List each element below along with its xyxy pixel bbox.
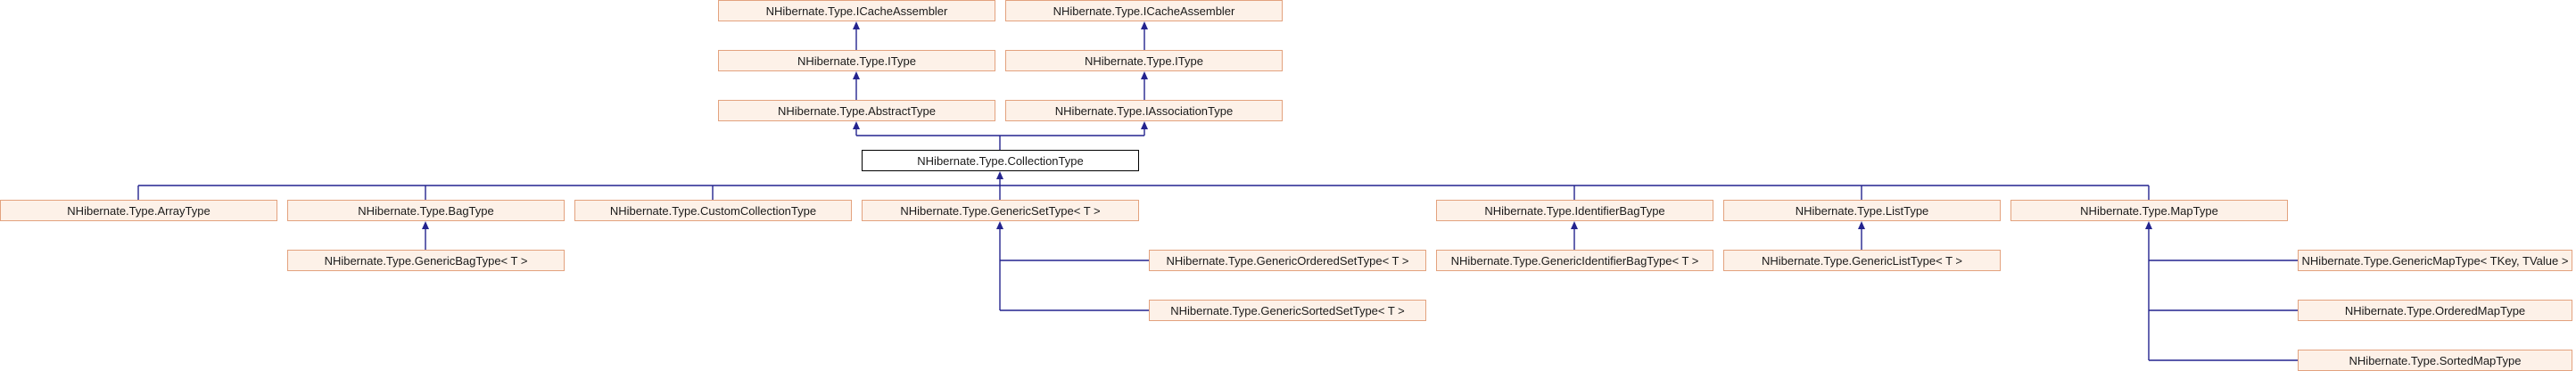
node-identifierbagtype[interactable]: NHibernate.Type.IdentifierBagType <box>1436 200 1713 221</box>
edge-arrowhead <box>2145 221 2152 229</box>
node-maptype[interactable]: NHibernate.Type.MapType <box>2010 200 2288 221</box>
node-orderedmaptype[interactable]: NHibernate.Type.OrderedMapType <box>2298 300 2572 321</box>
edge-arrowhead <box>1571 221 1578 229</box>
node-listtype[interactable]: NHibernate.Type.ListType <box>1723 200 2001 221</box>
edge-arrowhead <box>1141 71 1148 79</box>
node-bagtype[interactable]: NHibernate.Type.BagType <box>287 200 565 221</box>
node-genericsettype[interactable]: NHibernate.Type.GenericSetType< T > <box>862 200 1139 221</box>
node-genericbagtype[interactable]: NHibernate.Type.GenericBagType< T > <box>287 250 565 271</box>
node-icacheassembler-right[interactable]: NHibernate.Type.ICacheAssembler <box>1005 0 1283 21</box>
node-genericorderedsettype[interactable]: NHibernate.Type.GenericOrderedSetType< T… <box>1149 250 1426 271</box>
edge-arrowhead <box>1858 221 1865 229</box>
node-genericidentifierbagtype[interactable]: NHibernate.Type.GenericIdentifierBagType… <box>1436 250 1713 271</box>
node-customcollectiontype[interactable]: NHibernate.Type.CustomCollectionType <box>574 200 852 221</box>
edge-arrowhead <box>996 221 1003 229</box>
node-arraytype[interactable]: NHibernate.Type.ArrayType <box>0 200 277 221</box>
edge-arrowhead <box>853 121 860 129</box>
edge-arrowhead <box>853 71 860 79</box>
node-sortedmaptype[interactable]: NHibernate.Type.SortedMapType <box>2298 350 2572 371</box>
node-itype-left[interactable]: NHibernate.Type.IType <box>718 50 995 71</box>
node-genericlisttype[interactable]: NHibernate.Type.GenericListType< T > <box>1723 250 2001 271</box>
node-icacheassembler-left[interactable]: NHibernate.Type.ICacheAssembler <box>718 0 995 21</box>
edge-arrowhead <box>422 221 429 229</box>
node-iassociationtype[interactable]: NHibernate.Type.IAssociationType <box>1005 100 1283 121</box>
node-genericsortedsettype[interactable]: NHibernate.Type.GenericSortedSetType< T … <box>1149 300 1426 321</box>
edge-arrowhead <box>1141 121 1148 129</box>
edge-arrowhead <box>1141 21 1148 29</box>
node-collectiontype[interactable]: NHibernate.Type.CollectionType <box>862 150 1139 171</box>
edge-arrowhead <box>853 21 860 29</box>
node-itype-right[interactable]: NHibernate.Type.IType <box>1005 50 1283 71</box>
edge-arrowhead <box>996 171 1003 179</box>
node-genericmaptype[interactable]: NHibernate.Type.GenericMapType< TKey, TV… <box>2298 250 2572 271</box>
node-abstracttype[interactable]: NHibernate.Type.AbstractType <box>718 100 995 121</box>
